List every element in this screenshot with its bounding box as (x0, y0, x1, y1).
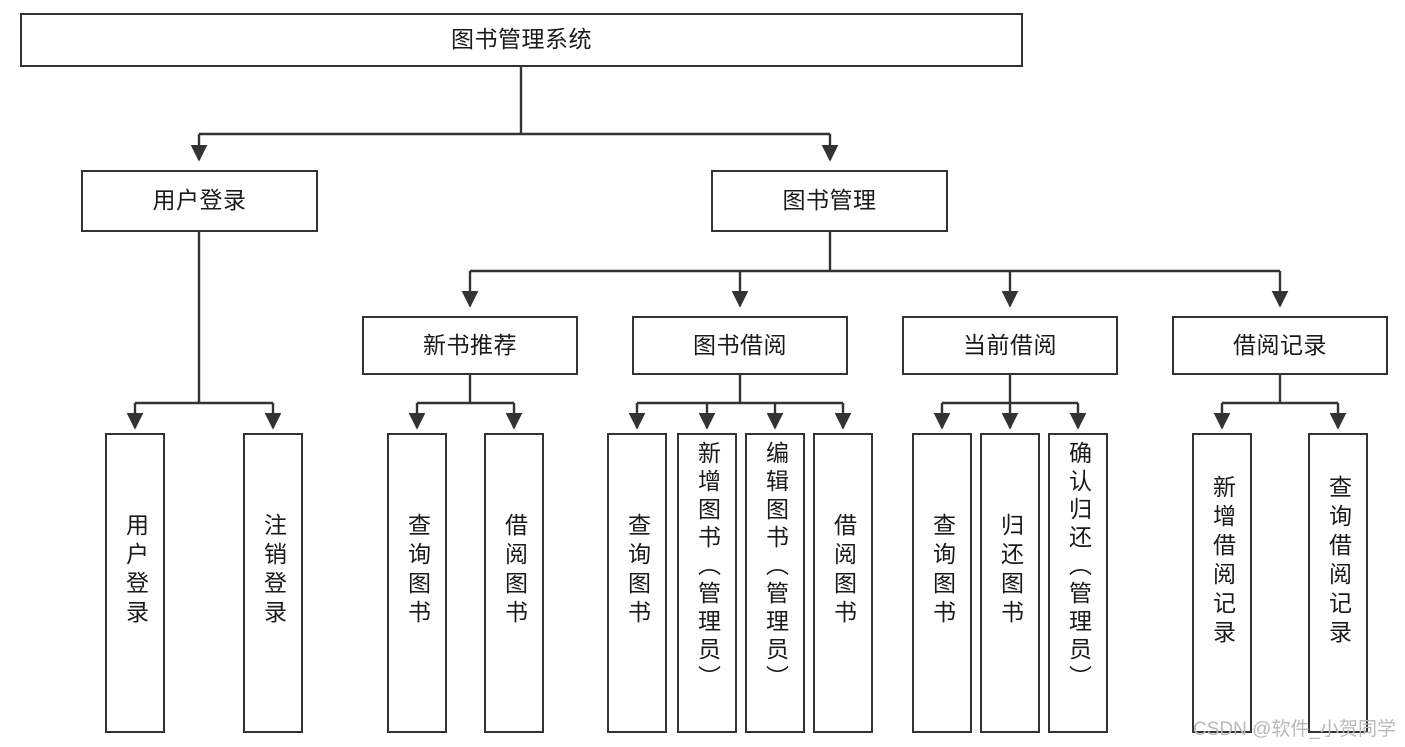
node-label: 新增借阅记录 (1209, 475, 1236, 649)
leaf-add-book-admin[interactable]: 新增图书（管理员） (677, 433, 737, 733)
leaf-add-borrow-record[interactable]: 新增借阅记录 (1192, 433, 1252, 733)
leaf-query-book-borrow[interactable]: 查询图书 (607, 433, 667, 733)
node-label: 用户登录 (122, 513, 149, 629)
leaf-return-book[interactable]: 归还图书 (980, 433, 1040, 733)
node-label: 当前借阅 (963, 331, 1057, 358)
node-label: 查询图书 (624, 513, 651, 629)
node-label: 新书推荐 (423, 331, 517, 358)
node-new-book-recommend[interactable]: 新书推荐 (362, 316, 578, 375)
node-borrow-record[interactable]: 借阅记录 (1172, 316, 1388, 375)
leaf-query-borrow-record[interactable]: 查询借阅记录 (1308, 433, 1368, 733)
node-label: 查询图书 (929, 513, 956, 629)
node-label: 图书管理 (782, 187, 877, 214)
leaf-borrow-book-borrow[interactable]: 借阅图书 (813, 433, 873, 733)
leaf-user-login[interactable]: 用户登录 (105, 433, 165, 733)
node-label: 用户登录 (152, 187, 247, 214)
node-label: 确认归还（管理员） (1065, 441, 1092, 693)
node-label: 编辑图书（管理员） (762, 441, 789, 693)
leaf-borrow-book-recommend[interactable]: 借阅图书 (484, 433, 544, 733)
node-label: 查询图书 (404, 513, 431, 629)
node-user-login[interactable]: 用户登录 (81, 170, 318, 232)
watermark-csdn: CSDN @软件_小贺同学 (1193, 719, 1396, 740)
node-book-management[interactable]: 图书管理 (711, 170, 948, 232)
leaf-edit-book-admin[interactable]: 编辑图书（管理员） (745, 433, 805, 733)
node-label: 借阅图书 (501, 513, 528, 629)
leaf-query-book-recommend[interactable]: 查询图书 (387, 433, 447, 733)
node-label: 图书借阅 (693, 331, 787, 358)
node-label: 归还图书 (997, 513, 1024, 629)
node-label: 新增图书（管理员） (694, 441, 721, 693)
node-current-borrow[interactable]: 当前借阅 (902, 316, 1118, 375)
node-label: 图书管理系统 (451, 26, 592, 53)
node-root-book-management-system[interactable]: 图书管理系统 (20, 13, 1023, 67)
node-label: 借阅记录 (1233, 331, 1327, 358)
leaf-logout-login[interactable]: 注销登录 (243, 433, 303, 733)
node-label: 查询借阅记录 (1325, 475, 1352, 649)
node-book-borrow[interactable]: 图书借阅 (632, 316, 848, 375)
node-label: 注销登录 (260, 513, 287, 629)
node-label: 借阅图书 (830, 513, 857, 629)
leaf-confirm-return-admin[interactable]: 确认归还（管理员） (1048, 433, 1108, 733)
leaf-query-book-current[interactable]: 查询图书 (912, 433, 972, 733)
